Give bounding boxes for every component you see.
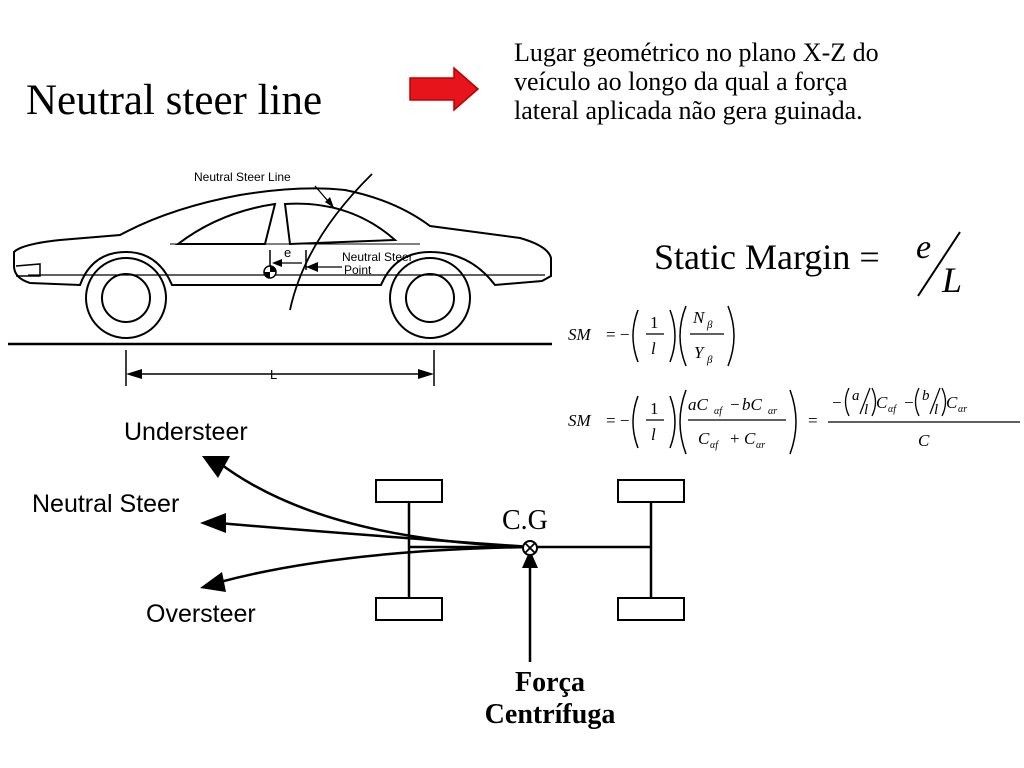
svg-text:αr: αr — [958, 404, 967, 415]
svg-text:b: b — [922, 388, 930, 404]
steer-behavior-diagram: Understeer Neutral Steer Oversteer — [32, 418, 685, 662]
neutral-steer-point-label: Neutral Steer — [342, 250, 413, 264]
svg-text:αr: αr — [768, 406, 777, 417]
formula-sm-cornering: SM = − 1 l aC αf − bC αr C αf + C αr = −… — [568, 387, 1020, 455]
svg-text:+: + — [730, 429, 740, 448]
svg-text:l: l — [864, 402, 868, 418]
front-right-tire — [617, 597, 685, 621]
page-title: Neutral steer line — [26, 77, 323, 124]
svg-text:aC: aC — [688, 395, 709, 414]
svg-text:−: − — [832, 393, 842, 412]
svg-text:C: C — [918, 431, 930, 450]
definition-text: Lugar geométrico no plano X-Z do veículo… — [514, 38, 1014, 125]
rear-left-tire — [375, 479, 443, 503]
svg-text:= −: = − — [606, 325, 629, 344]
e-over-L-fraction: e L — [916, 229, 962, 300]
svg-text:N: N — [692, 308, 706, 327]
formula-sm-derivatives: SM = − 1 l N β Y β — [568, 305, 735, 367]
cg-label: C.G — [502, 505, 548, 536]
e-label: e — [284, 245, 291, 260]
neutral-steer-line — [289, 173, 373, 311]
svg-text:αf: αf — [714, 406, 723, 417]
rear-right-tire — [375, 597, 443, 621]
car-body-outline — [13, 187, 552, 287]
car-window — [175, 202, 277, 245]
understeer-label: Understeer — [124, 418, 248, 446]
understeer-path — [217, 461, 531, 549]
neutral-steer-label: Neutral Steer — [32, 490, 179, 518]
front-left-tire — [617, 479, 685, 503]
definition-line: lateral aplicada não gera guinada. — [514, 96, 863, 125]
svg-text:l: l — [651, 425, 656, 444]
definition-line: veículo ao longo da qual a força — [514, 67, 848, 96]
svg-text:−: − — [904, 393, 914, 412]
car-window — [283, 202, 398, 246]
svg-text:αf: αf — [710, 440, 719, 451]
svg-text:β: β — [706, 354, 713, 366]
svg-text:l: l — [934, 402, 938, 418]
svg-text:C: C — [744, 429, 756, 448]
svg-text:C: C — [876, 393, 888, 412]
car-side-view-diagram: Neutral Steer Line Neutral Steer Point e… — [8, 170, 552, 386]
oversteer-path — [219, 545, 531, 584]
svg-text:l: l — [651, 339, 656, 358]
svg-text:e: e — [916, 229, 931, 266]
wheelbase-label: L — [270, 367, 277, 382]
svg-text:1: 1 — [650, 313, 659, 332]
svg-text:β: β — [706, 319, 713, 331]
svg-text:−: − — [730, 395, 740, 414]
svg-text:bC: bC — [742, 395, 763, 414]
oversteer-label: Oversteer — [146, 600, 256, 628]
definition-line: Lugar geométrico no plano X-Z do — [514, 38, 879, 67]
neutral-steer-path — [217, 521, 531, 549]
svg-text:αr: αr — [756, 440, 765, 451]
centrifugal-force-label: Força Centrífuga — [450, 667, 650, 731]
force-label-line: Centrífuga — [484, 699, 616, 730]
svg-text:1: 1 — [650, 399, 659, 418]
svg-text:C: C — [946, 393, 958, 412]
svg-text:SM: SM — [568, 411, 592, 430]
static-margin-label: Static Margin = — [654, 237, 880, 277]
svg-text:=: = — [808, 411, 818, 430]
svg-text:αf: αf — [888, 404, 897, 415]
neutral-steer-point-label: Point — [344, 263, 372, 277]
svg-text:L: L — [941, 260, 962, 300]
svg-text:Y: Y — [694, 343, 705, 362]
svg-text:SM: SM — [568, 325, 592, 344]
svg-text:a: a — [852, 388, 860, 404]
svg-text:C: C — [698, 429, 710, 448]
neutral-steer-line-label: Neutral Steer Line — [194, 170, 291, 184]
svg-text:= −: = − — [606, 411, 629, 430]
red-arrow-icon — [409, 66, 480, 112]
force-label-line: Força — [515, 667, 585, 698]
